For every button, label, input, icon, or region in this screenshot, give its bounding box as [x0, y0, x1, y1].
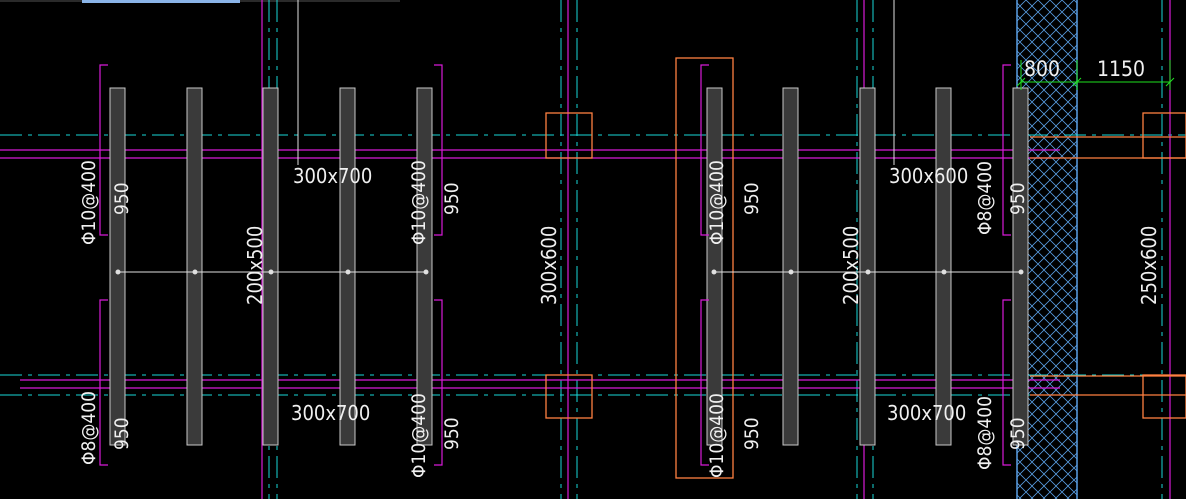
len-label-950-b: 950: [111, 417, 133, 450]
len-label-950-a: 950: [111, 182, 133, 215]
beam-label-250x600-right-edge: 250x600: [1137, 226, 1161, 305]
len-label-950-h: 950: [1007, 417, 1029, 450]
columns: [545, 57, 1186, 479]
connector-lines: [115, 0, 1024, 275]
rebar-strips: [109, 87, 1029, 446]
rebar-brackets: [99, 64, 1011, 466]
dim-label-800: 800: [1024, 57, 1060, 81]
len-label-950-c: 950: [441, 182, 463, 215]
beam-label-300x700-bottom-right: 300x700: [887, 401, 966, 425]
len-label-950-g: 950: [1007, 182, 1029, 215]
dimension-lines: [1016, 60, 1175, 90]
bar-label-phi10-400-a: Φ10@400: [78, 160, 100, 245]
bar-label-phi10-400-d: Φ10@400: [706, 160, 728, 245]
bar-label-phi10-400-c: Φ10@400: [408, 393, 430, 478]
bar-label-phi10-400-b: Φ10@400: [408, 160, 430, 245]
len-label-950-f: 950: [741, 417, 763, 450]
bar-label-phi8-400-b: Φ8@400: [974, 161, 996, 235]
dim-label-1150: 1150: [1097, 57, 1145, 81]
beam-label-200x500-left: 200x500: [243, 226, 267, 305]
bar-label-phi8-400-a: Φ8@400: [78, 391, 100, 465]
beam-label-200x500-right: 200x500: [839, 226, 863, 305]
beam-label-300x600-column: 300x600: [537, 226, 561, 305]
bar-label-phi8-400-c: Φ8@400: [974, 396, 996, 470]
beam-label-300x700-top-left: 300x700: [293, 164, 372, 188]
beam-label-300x600-top-right: 300x600: [889, 164, 968, 188]
len-label-950-d: 950: [441, 417, 463, 450]
len-label-950-e: 950: [741, 182, 763, 215]
bar-label-phi10-400-e: Φ10@400: [706, 393, 728, 478]
top-edge-strip: [0, 0, 400, 3]
beam-label-300x700-bottom-left: 300x700: [291, 401, 370, 425]
